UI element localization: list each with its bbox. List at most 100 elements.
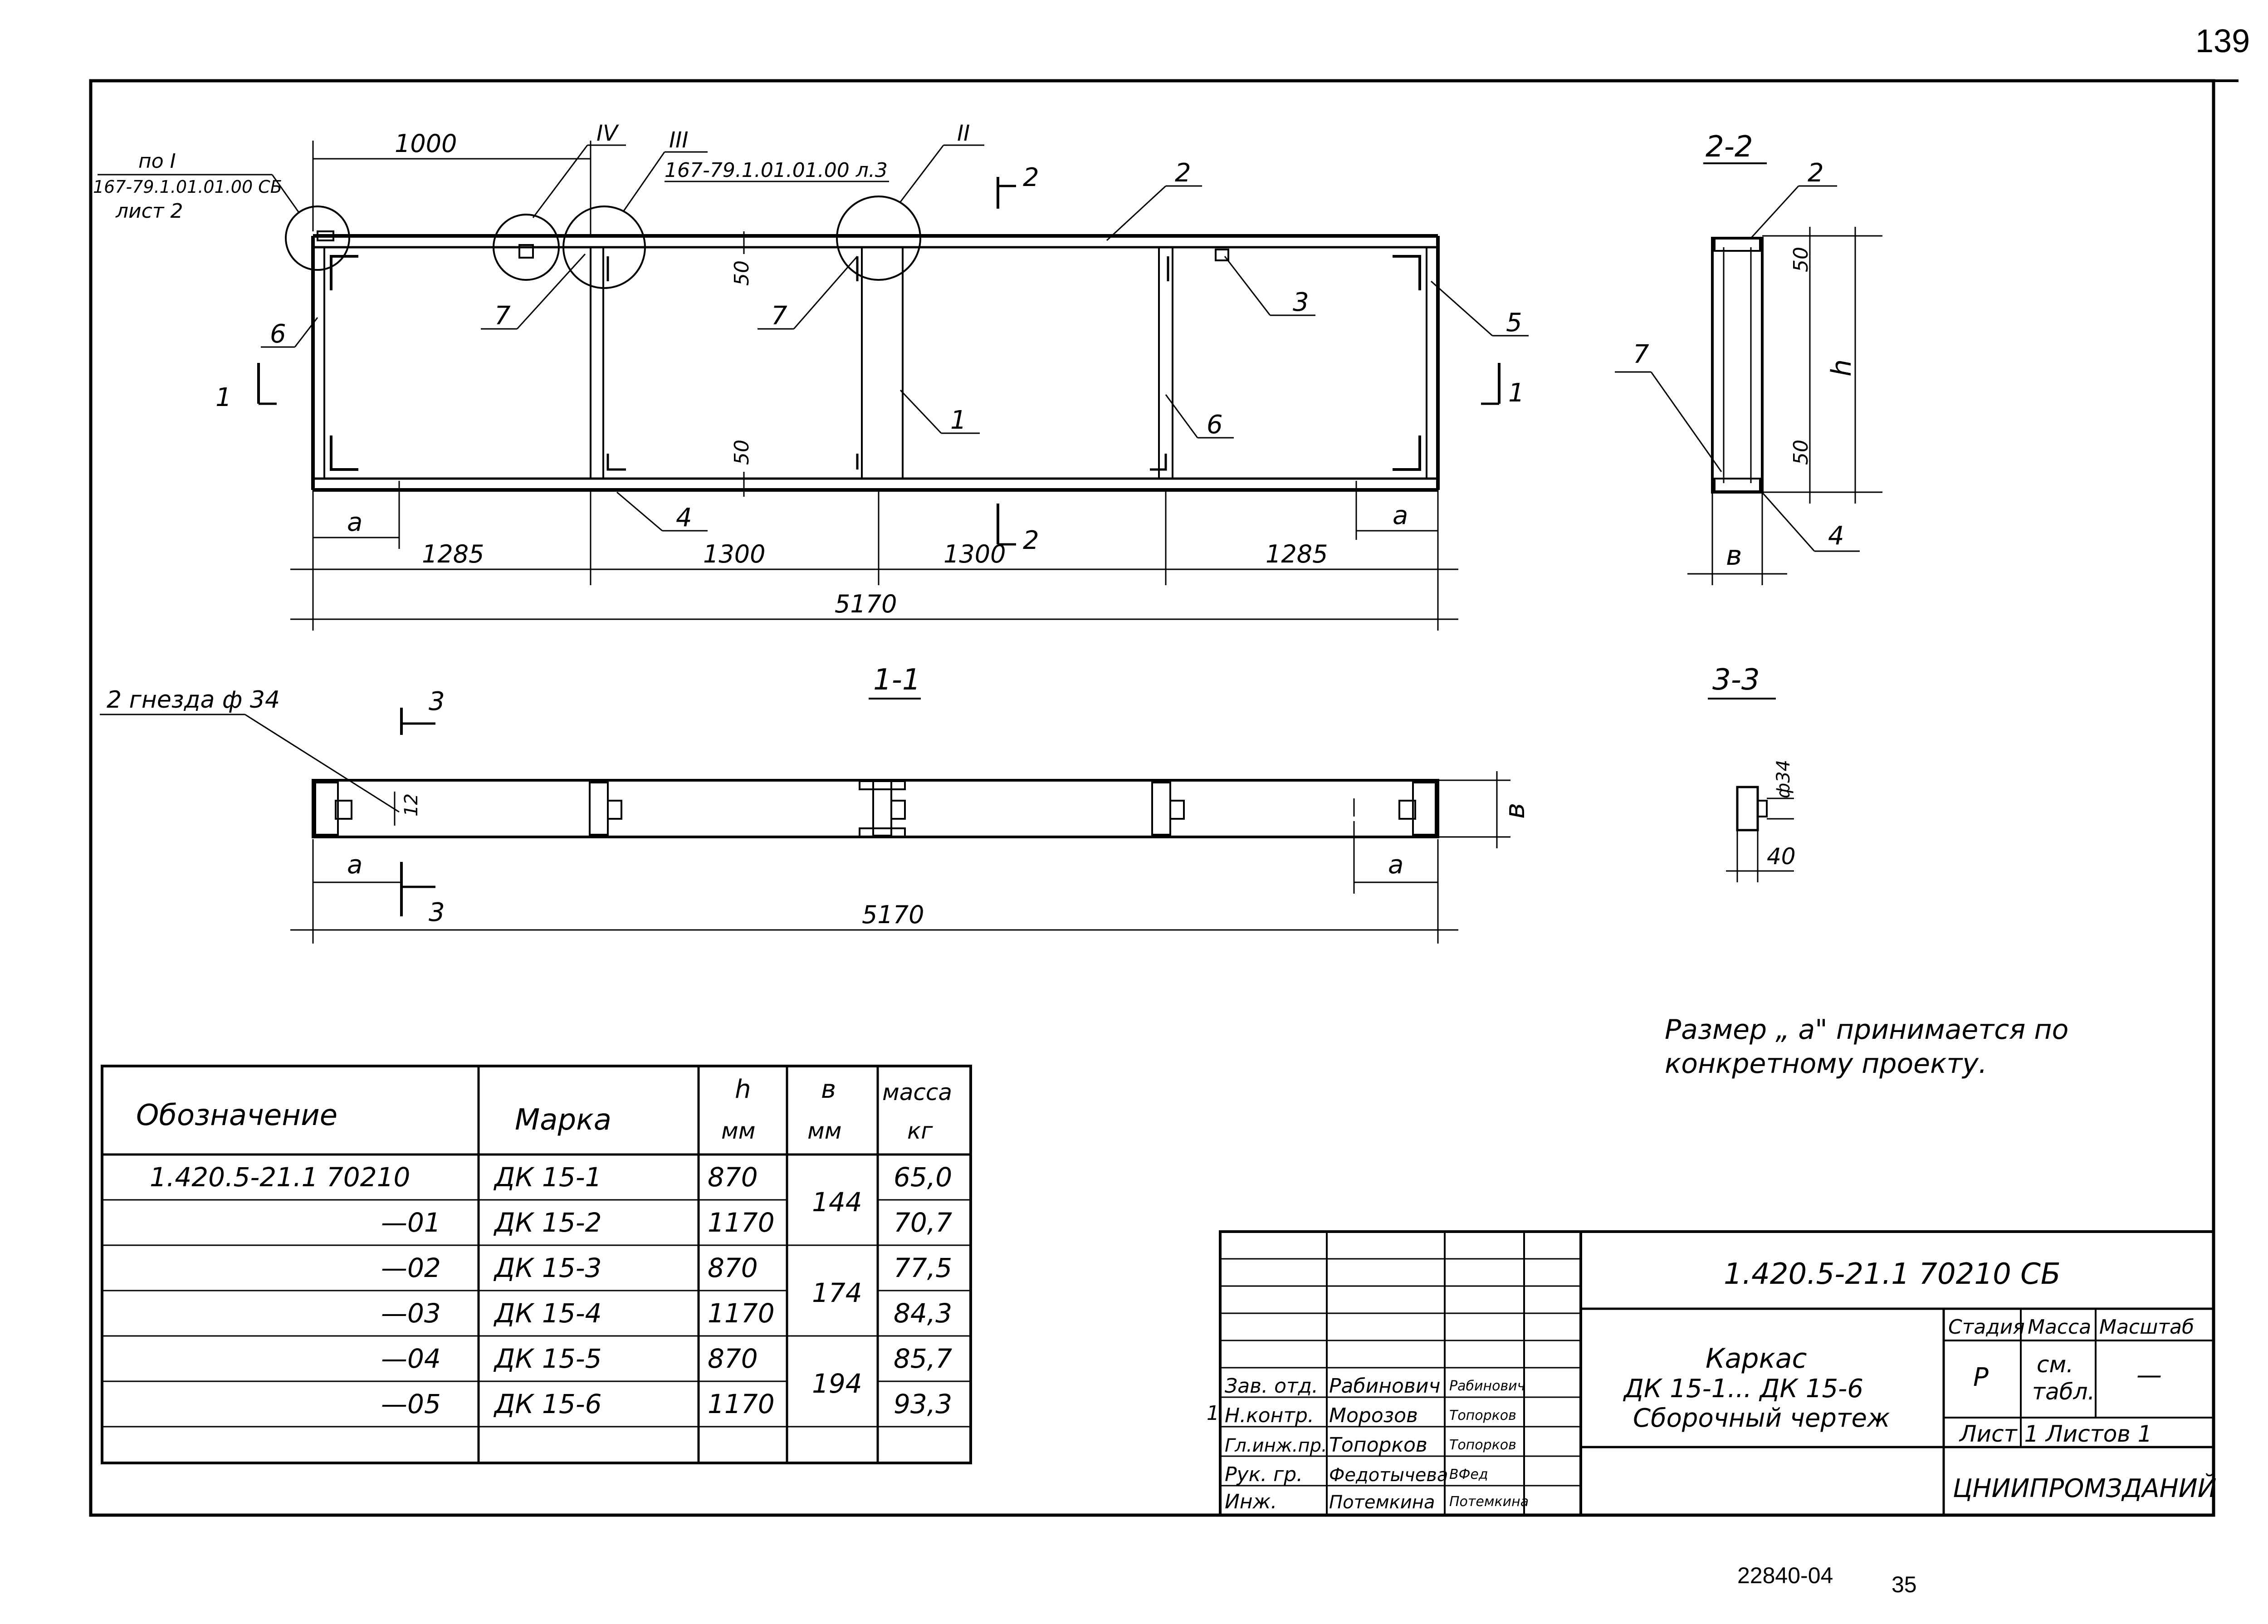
sec22-part-4: 4 bbox=[1828, 521, 1844, 551]
table-row: 1.420.5-21.1 70210 ДК 15-1 870 65,0 bbox=[150, 1162, 952, 1193]
sec22-dim-50-top: 50 bbox=[1789, 247, 1813, 272]
cell-h: 870 bbox=[708, 1162, 758, 1193]
section-1-1-title: 1-1 bbox=[873, 663, 921, 697]
staff-sign: Потемкина bbox=[1449, 1494, 1529, 1510]
part-4-label: 4 bbox=[676, 503, 692, 533]
spec-table: Обозначение Марка h мм в мм масса кг 1.4… bbox=[101, 1065, 972, 1464]
section-1-1: 1-1 2 гнезда ф 34 3 3 12 в а bbox=[100, 663, 1531, 944]
th-h-unit: мм bbox=[721, 1118, 755, 1144]
callout-I-line1: по I bbox=[138, 150, 176, 173]
tb-name-1: Каркас bbox=[1706, 1343, 1807, 1375]
cell-mark: ДК 15-6 bbox=[493, 1389, 602, 1419]
tb-mass-label: Масса bbox=[2028, 1316, 2091, 1339]
cell-mark: ДК 15-5 bbox=[493, 1343, 602, 1374]
tb-stage-label: Стадия bbox=[1948, 1316, 2025, 1339]
section-2-2: 2-2 2 7 4 50 50 h в bbox=[1615, 130, 1882, 585]
cell-designation: —04 bbox=[381, 1343, 441, 1374]
cell-mass: 65,0 bbox=[894, 1162, 952, 1193]
staff-sign: Топорков bbox=[1449, 1408, 1516, 1423]
th-b-unit: мм bbox=[807, 1118, 841, 1144]
table-row: —01 ДК 15-2 1170 70,7 bbox=[381, 1207, 952, 1238]
sec11-dim-12: 12 bbox=[401, 793, 422, 817]
sec11-dim-b: в bbox=[1499, 803, 1531, 819]
part-7-label-left: 7 bbox=[494, 301, 511, 331]
cell-designation: —03 bbox=[381, 1298, 441, 1329]
sec11-dim-a-left: а bbox=[347, 850, 362, 880]
part-7-label-mid: 7 bbox=[771, 301, 787, 331]
cell-h: 1170 bbox=[708, 1207, 775, 1238]
cut-3-top: 3 bbox=[429, 687, 445, 716]
note-line-2: конкретному проекту. bbox=[1665, 1048, 1987, 1080]
dim-a-left: а bbox=[347, 508, 362, 537]
part-1-label: 1 bbox=[950, 406, 967, 435]
staff-name: Морозов bbox=[1329, 1404, 1418, 1427]
staff-name: Федотычева bbox=[1329, 1465, 1448, 1486]
dim-1300-b: 1300 bbox=[943, 540, 1006, 568]
staff-role: Зав. отд. bbox=[1225, 1375, 1318, 1398]
staff-sign: ВФед bbox=[1449, 1467, 1488, 1482]
part-6-label-right: 6 bbox=[1207, 410, 1223, 440]
tb-mass-value-1: см. bbox=[2037, 1351, 2073, 1378]
staff-sign: Топорков bbox=[1449, 1437, 1516, 1453]
staff-role: Инж. bbox=[1225, 1490, 1277, 1513]
dim-a-right: а bbox=[1393, 501, 1408, 530]
staff-row: Гл.инж.пр. Топорков Топорков bbox=[1225, 1433, 1516, 1457]
sec22-dim-h: h bbox=[1826, 359, 1857, 377]
th-mass-unit: кг bbox=[907, 1118, 933, 1144]
cell-mass: 70,7 bbox=[894, 1207, 952, 1238]
sec33-dim-34: ф34 bbox=[1773, 760, 1794, 798]
dim-1000: 1000 bbox=[395, 129, 457, 158]
th-designation: Обозначение bbox=[136, 1099, 337, 1132]
archive-code: 22840-04 bbox=[1737, 1563, 1833, 1588]
cell-mark: ДК 15-2 bbox=[493, 1207, 602, 1238]
cell-h: 1170 bbox=[708, 1298, 775, 1329]
cell-h: 870 bbox=[708, 1343, 758, 1374]
staff-role: Рук. гр. bbox=[1225, 1463, 1303, 1486]
cell-h: 1170 bbox=[708, 1389, 775, 1419]
tb-sheet: Лист 1 bbox=[1959, 1421, 2038, 1447]
cell-mass: 93,3 bbox=[894, 1389, 952, 1419]
cell-designation: —02 bbox=[381, 1252, 441, 1283]
cut-2-bottom: 2 bbox=[1023, 526, 1039, 555]
tb-rev: 1 bbox=[1207, 1402, 1219, 1425]
part-6-label-left: 6 bbox=[270, 319, 286, 349]
tb-sheets: Листов 1 bbox=[2045, 1421, 2152, 1447]
cut-3-bottom: 3 bbox=[429, 898, 445, 927]
sec11-dim-5170: 5170 bbox=[862, 900, 924, 929]
sec22-part-7: 7 bbox=[1633, 340, 1649, 369]
cut-1-left: 1 bbox=[215, 383, 232, 412]
sec11-dim-a-right: а bbox=[1388, 850, 1403, 880]
section-3-3: 3-3 ф34 40 bbox=[1708, 663, 1796, 882]
cut-2-top: 2 bbox=[1023, 163, 1039, 192]
dim-5170-top: 5170 bbox=[835, 590, 897, 618]
callout-II: II bbox=[957, 121, 970, 146]
callout-III: III bbox=[669, 127, 688, 153]
th-mark: Марка bbox=[515, 1103, 611, 1137]
tb-stage-value: Р bbox=[1973, 1363, 1989, 1392]
page-number: 139 bbox=[2195, 23, 2250, 59]
callout-I-line2: 167-79.1.01.01.00 СБ bbox=[93, 177, 282, 197]
staff-row: Рук. гр. Федотычева ВФед bbox=[1225, 1463, 1488, 1486]
sheet-frame bbox=[89, 79, 2239, 1517]
callout-I-line3: лист 2 bbox=[115, 200, 183, 223]
callout-IV: IV bbox=[596, 121, 619, 146]
staff-row: Н.контр. Морозов Топорков bbox=[1225, 1404, 1516, 1427]
part-3-label: 3 bbox=[1293, 288, 1309, 317]
th-b: в bbox=[821, 1075, 836, 1104]
callout-III-ref: 167-79.1.01.01.00 л.3 bbox=[665, 159, 888, 182]
part-2-label: 2 bbox=[1175, 158, 1191, 188]
title-block: 1.420.5-21.1 70210 СБ Каркас ДК 15-1... … bbox=[1207, 1230, 2217, 1516]
cut-1-right: 1 bbox=[1508, 378, 1525, 408]
tb-name-2: ДК 15-1... ДК 15-6 bbox=[1623, 1374, 1863, 1404]
table-row: —03 ДК 15-4 1170 84,3 bbox=[381, 1298, 952, 1329]
note-line-1: Размер „ а" принимается по bbox=[1665, 1014, 2068, 1046]
dim-50-top: 50 bbox=[730, 260, 753, 286]
cell-mark: ДК 15-4 bbox=[493, 1298, 602, 1329]
sec22-part-2: 2 bbox=[1808, 158, 1824, 188]
page-index: 35 bbox=[1892, 1572, 1917, 1597]
staff-row: Инж. Потемкина Потемкина bbox=[1225, 1490, 1529, 1513]
cell-designation: 1.420.5-21.1 70210 bbox=[150, 1162, 410, 1193]
staff-name: Топорков bbox=[1329, 1433, 1427, 1457]
staff-role: Н.контр. bbox=[1225, 1404, 1314, 1427]
